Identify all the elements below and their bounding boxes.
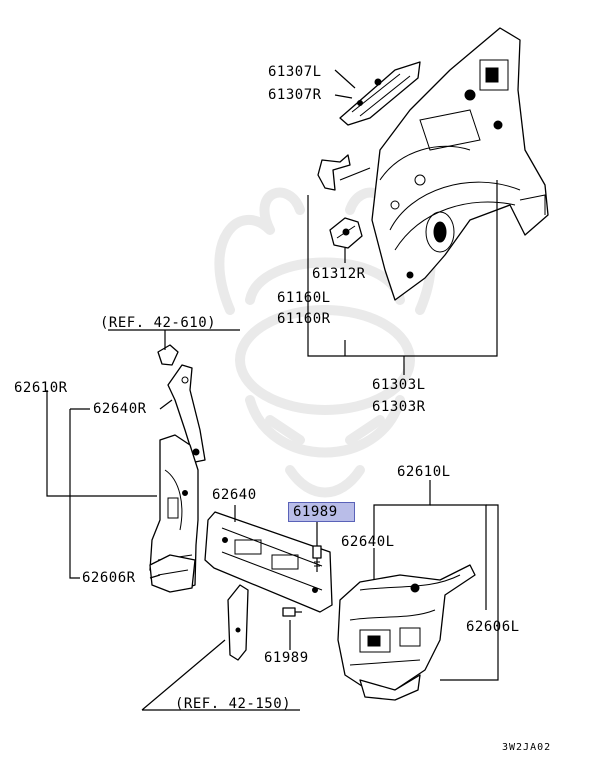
- label-61160l: 61160L: [277, 290, 331, 306]
- label-62606r: 62606R: [82, 570, 136, 586]
- part-61303: [371, 27, 549, 301]
- label-62606l: 62606L: [466, 619, 520, 635]
- highlighted-part-61989[interactable]: 61989: [288, 502, 355, 522]
- label-62640: 62640: [212, 487, 257, 503]
- part-62610l: [337, 564, 476, 691]
- label-61307r: 61307R: [268, 87, 322, 103]
- leader-lines: [46, 69, 499, 711]
- part-62640r: [167, 364, 206, 463]
- part-stay: [227, 584, 249, 661]
- label-61989: 61989: [264, 650, 309, 666]
- label-61303r: 61303R: [372, 399, 426, 415]
- part-62606r: [149, 554, 196, 593]
- label-61312r: 61312R: [312, 266, 366, 282]
- label-62640l: 62640L: [341, 534, 395, 550]
- ref-42-610[interactable]: (REF. 42-610): [100, 315, 217, 331]
- part-62610r: [149, 434, 199, 591]
- part-61160: [317, 154, 351, 191]
- label-61303l: 61303L: [372, 377, 426, 393]
- part-62606l: [359, 674, 421, 701]
- part-61312: [329, 217, 363, 249]
- part-62640: [204, 511, 333, 613]
- label-62640r: 62640R: [93, 401, 147, 417]
- label-62610r: 62610R: [14, 380, 68, 396]
- part-61307: [339, 61, 421, 126]
- diagram-code: 3W2JA02: [502, 742, 552, 753]
- part-61989-bolt-2: [282, 607, 302, 617]
- ref-42-150[interactable]: (REF. 42-150): [175, 696, 292, 712]
- label-61160r: 61160R: [277, 311, 331, 327]
- label-61307l: 61307L: [268, 64, 322, 80]
- label-62610l: 62610L: [397, 464, 451, 480]
- part-clip: [157, 344, 179, 366]
